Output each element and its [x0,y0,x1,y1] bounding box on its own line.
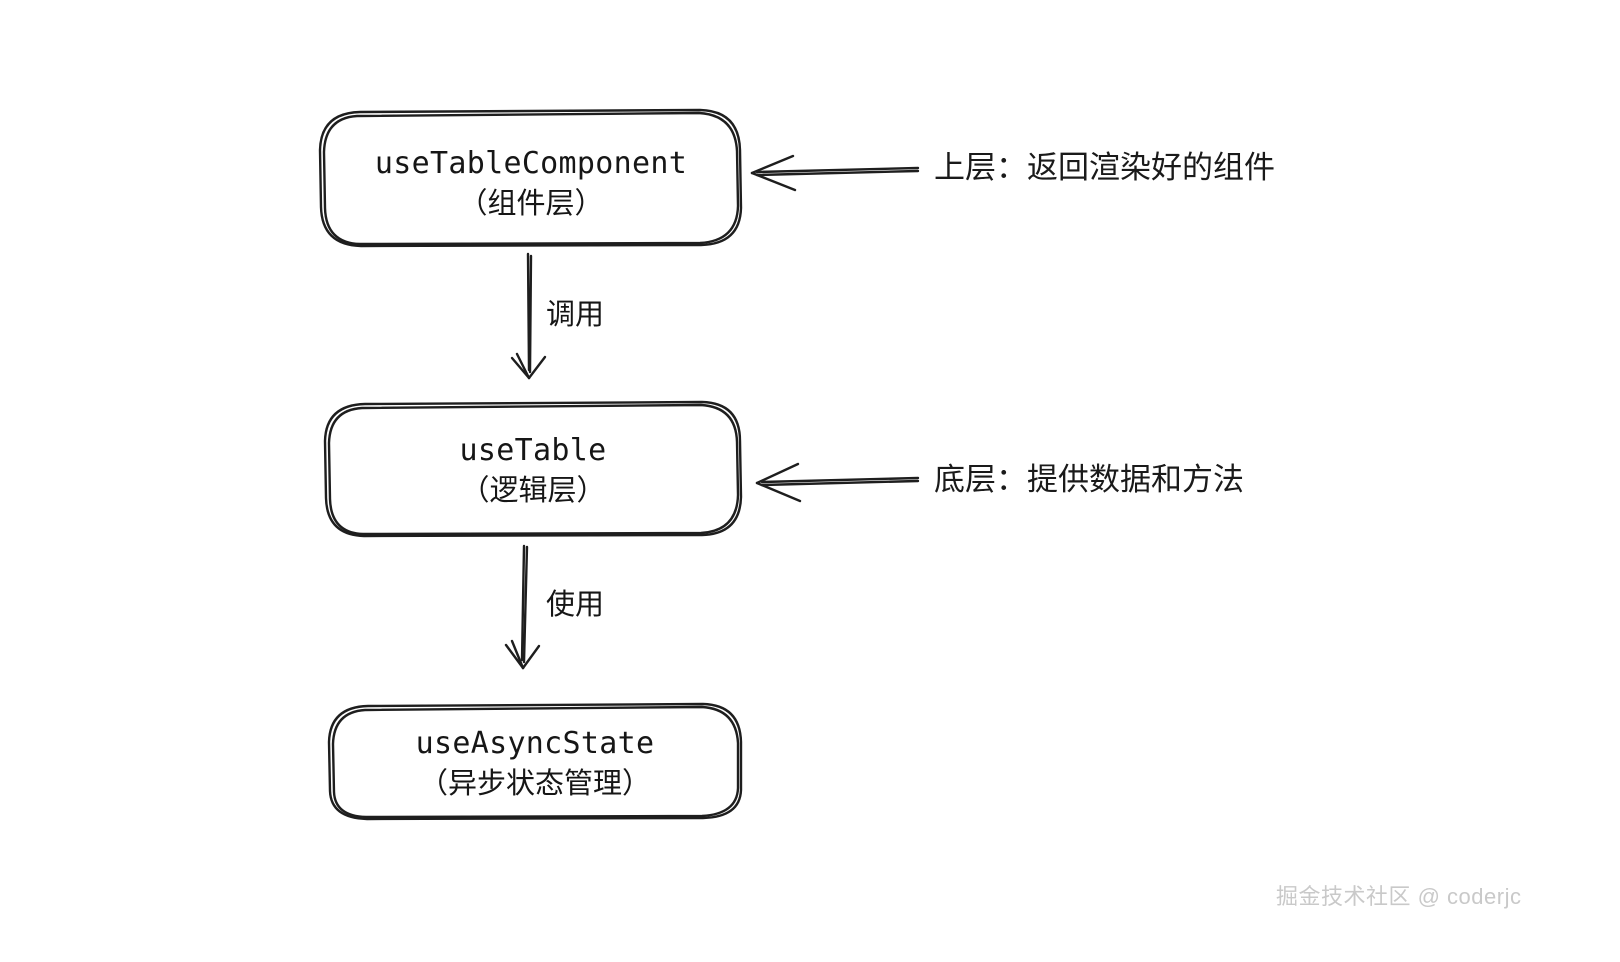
node-subtitle: （逻辑层） [460,474,606,507]
node-title: useAsyncState [415,726,655,762]
annotation-arrow-lower [755,462,920,503]
node-use-table-component[interactable]: useTableComponent （组件层） [322,128,740,240]
annotation-lower-layer: 底层：提供数据和方法 [934,462,1244,497]
node-subtitle: （组件层） [458,187,604,220]
edge-label-use: 使用 [546,589,605,621]
node-use-async-state[interactable]: useAsyncState （异步状态管理） [330,712,740,816]
watermark: 掘金技术社区 @ coderjc [1276,884,1522,909]
edge-label-call: 调用 [546,299,605,331]
node-title: useTableComponent [374,146,688,182]
edge-arrow-call [510,252,547,380]
annotation-upper-layer: 上层：返回渲染好的组件 [934,150,1275,185]
node-use-table[interactable]: useTable （逻辑层） [326,416,740,526]
annotation-arrow-upper [750,154,920,192]
node-subtitle: （异步状态管理） [418,767,651,800]
edge-arrow-use [504,544,541,670]
node-title: useTable [459,433,607,469]
